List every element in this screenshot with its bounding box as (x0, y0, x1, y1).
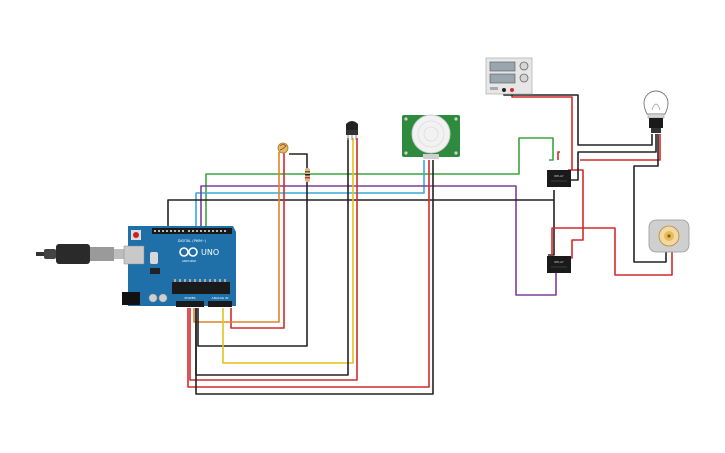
power-label: POWER (184, 296, 195, 300)
capacitor-2 (158, 293, 168, 303)
arduino-logo-icon (179, 247, 198, 257)
relay-top[interactable]: RELAY (547, 170, 571, 187)
wire-red-motor[interactable] (551, 227, 673, 276)
arduino-board[interactable]: DIGITAL (PWM~) UNO ARDUINO POWER ANALOG … (122, 226, 236, 307)
wire-red-relays[interactable] (568, 169, 584, 259)
crystal (150, 252, 158, 264)
wire-red-temp[interactable] (189, 138, 358, 381)
wire-green[interactable] (205, 137, 554, 232)
wire-purple[interactable] (200, 185, 557, 296)
wire-black-pir[interactable] (195, 160, 434, 395)
wire-orange-ldr[interactable] (193, 152, 280, 323)
resistor[interactable] (305, 168, 310, 182)
supply-display-voltage (489, 61, 516, 72)
supply-display-current (489, 73, 516, 84)
relay-bottom-label: RELAY (554, 260, 564, 264)
pir-sensor[interactable] (402, 114, 460, 159)
wire-black-bulb[interactable] (568, 134, 657, 181)
usb-cable (36, 244, 128, 264)
power-header (176, 301, 204, 307)
wire-red-relay-link[interactable] (557, 151, 560, 160)
supply-knob-voltage[interactable] (519, 61, 529, 71)
dc-jack (122, 292, 140, 305)
capacitor-1 (148, 293, 158, 303)
usb-port (123, 245, 145, 265)
arduino-brand-text: ARDUINO (182, 259, 197, 263)
power-supply[interactable] (485, 57, 533, 95)
wire-red-ldr[interactable] (230, 152, 285, 329)
wire-black-top[interactable] (167, 190, 555, 232)
wire-black-relay2[interactable] (548, 200, 555, 256)
analog-header (208, 301, 232, 307)
pir-dome (411, 114, 451, 154)
wire-red-supply[interactable] (511, 92, 573, 171)
digital-label: DIGITAL (PWM~) (178, 239, 207, 243)
arduino-model-text: UNO (201, 248, 219, 257)
temperature-sensor[interactable] (346, 121, 358, 140)
chip-legs (174, 279, 226, 282)
relay-top-label: RELAY (554, 174, 564, 178)
wire-black-resistor[interactable] (197, 153, 308, 347)
wire-red-pir[interactable] (187, 160, 430, 388)
supply-knob-current[interactable] (519, 73, 529, 83)
relay-bottom[interactable]: RELAY (547, 256, 571, 273)
dc-motor[interactable] (648, 219, 690, 253)
analog-label: ANALOG IN (212, 296, 229, 300)
small-chip (150, 268, 160, 274)
wire-red-bulb[interactable] (580, 134, 661, 161)
wire-yellow-temp[interactable] (222, 138, 354, 364)
photoresistor[interactable] (277, 142, 289, 154)
wire-black-motor[interactable] (633, 134, 667, 263)
microcontroller-chip (172, 282, 230, 294)
digital-pins (154, 230, 226, 232)
wire-black-supply[interactable] (503, 92, 653, 146)
wire-cyan[interactable] (195, 160, 425, 232)
light-bulb[interactable] (643, 90, 669, 133)
